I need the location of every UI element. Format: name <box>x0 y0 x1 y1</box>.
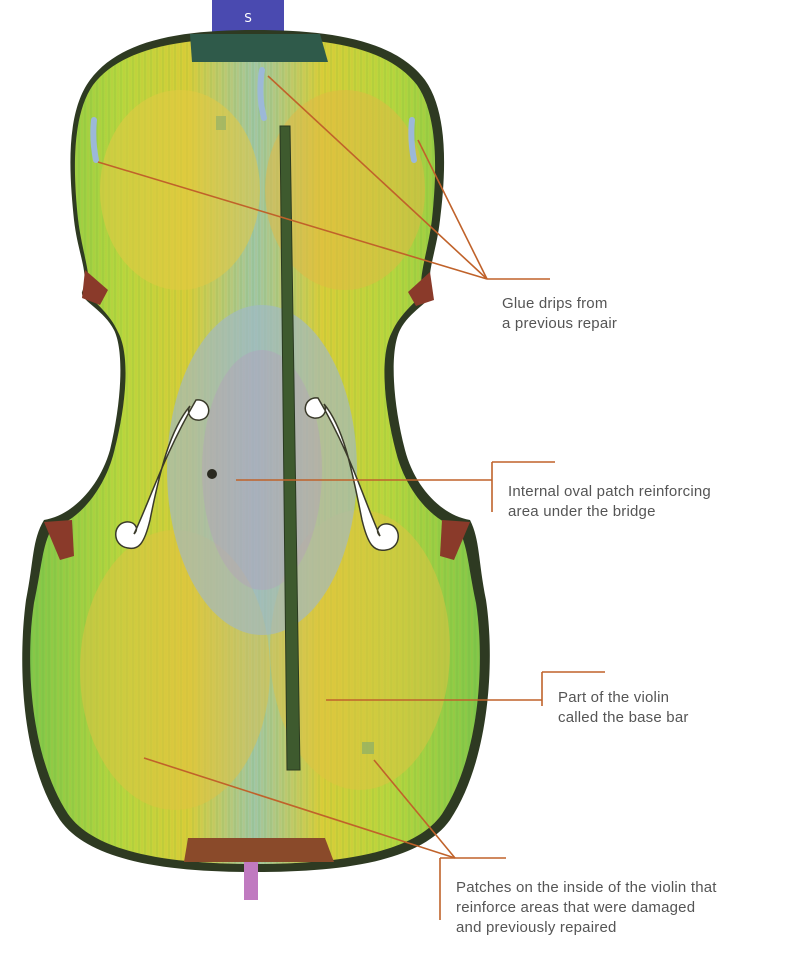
annotation-line: Internal oval patch reinforcing <box>508 482 711 502</box>
annotation-line: Glue drips from <box>502 294 617 314</box>
end-pin <box>244 862 258 900</box>
annotation-oval-patch: Internal oval patch reinforcing area und… <box>508 482 711 522</box>
annotation-line: a previous repair <box>502 314 617 334</box>
glue-drip <box>260 70 264 118</box>
annotation-line: Part of the violin <box>558 688 689 708</box>
annotation-line: and previously repaired <box>456 918 717 938</box>
annotation-glue-drips: Glue drips from a previous repair <box>502 294 617 334</box>
annotation-line: reinforce areas that were damaged <box>456 898 717 918</box>
annotation-bass-bar: Part of the violin called the base bar <box>558 688 689 728</box>
annotation-line: Patches on the inside of the violin that <box>456 878 717 898</box>
annotation-line: area under the bridge <box>508 502 711 522</box>
annotation-patches: Patches on the inside of the violin that… <box>456 878 717 938</box>
sound-post-mark <box>207 469 217 479</box>
glue-drip <box>411 120 414 160</box>
glue-drip <box>93 120 96 160</box>
repair-patch <box>362 742 374 754</box>
top-block <box>190 34 328 62</box>
upper-bout-tint <box>100 90 260 290</box>
neck-letter: S <box>244 11 252 25</box>
bottom-block <box>184 838 334 862</box>
annotation-line: called the base bar <box>558 708 689 728</box>
repair-patch <box>216 116 226 130</box>
